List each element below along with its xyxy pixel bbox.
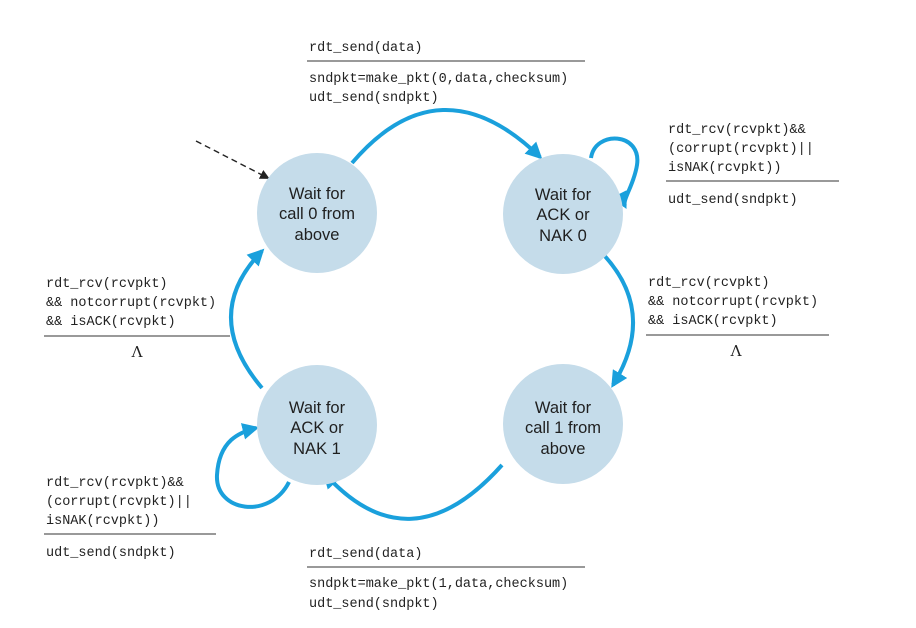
transition-label-ack1-self: rdt_rcv(rcvpkt)&& (corrupt(rcvpkt)|| isN…	[44, 476, 216, 561]
transition-arc-bottom	[322, 463, 504, 521]
state-label-line2: ACK or	[290, 419, 344, 437]
event-text: && notcorrupt(rcvpkt)	[46, 296, 216, 311]
lambda-action: Λ	[131, 343, 143, 361]
lambda-action: Λ	[730, 342, 742, 360]
state-label-line1: Wait for	[535, 186, 592, 204]
state-label-line2: call 0 from	[279, 205, 355, 223]
event-text: && isACK(rcvpkt)	[648, 314, 778, 329]
transition-label-right: rdt_rcv(rcvpkt) && notcorrupt(rcvpkt) &&…	[646, 276, 829, 360]
state-label-line3: NAK 1	[293, 440, 341, 458]
event-text: && notcorrupt(rcvpkt)	[648, 295, 818, 310]
event-text: rdt_rcv(rcvpkt)&&	[46, 476, 184, 491]
state-label-line1: Wait for	[535, 399, 592, 417]
state-label-line3: above	[541, 440, 586, 458]
state-wait-ack1: Wait for ACK or NAK 1	[257, 365, 377, 485]
transition-arc-left	[229, 248, 265, 390]
action-text: udt_send(sndpkt)	[309, 597, 439, 612]
state-wait-call1: Wait for call 1 from above	[503, 364, 623, 484]
state-label-line1: Wait for	[289, 399, 346, 417]
event-text: (corrupt(rcvpkt)||	[668, 142, 814, 157]
state-circle	[257, 365, 377, 485]
event-text: (corrupt(rcvpkt)||	[46, 495, 192, 510]
event-text: rdt_send(data)	[309, 547, 422, 562]
event-text: rdt_send(data)	[309, 41, 422, 56]
transition-label-left: rdt_rcv(rcvpkt) && notcorrupt(rcvpkt) &&…	[44, 277, 230, 361]
action-text: udt_send(sndpkt)	[46, 546, 176, 561]
state-circle	[503, 364, 623, 484]
transition-arc-top	[350, 108, 543, 165]
state-wait-ack0: Wait for ACK or NAK 0	[503, 154, 623, 274]
action-text: udt_send(sndpkt)	[309, 91, 439, 106]
event-text: && isACK(rcvpkt)	[46, 315, 176, 330]
transition-label-bottom: rdt_send(data) sndpkt=make_pkt(1,data,ch…	[307, 547, 585, 612]
transition-label-top: rdt_send(data) sndpkt=make_pkt(0,data,ch…	[307, 41, 585, 106]
state-label-line2: call 1 from	[525, 419, 601, 437]
transition-arc-right	[600, 251, 636, 388]
event-text: rdt_rcv(rcvpkt)	[46, 277, 168, 292]
state-wait-call0: Wait for call 0 from above	[257, 153, 377, 273]
state-label-line2: ACK or	[536, 206, 590, 224]
event-text: isNAK(rcvpkt))	[46, 514, 159, 529]
state-label-line1: Wait for	[289, 185, 346, 203]
event-text: rdt_rcv(rcvpkt)	[648, 276, 770, 291]
state-circle	[257, 153, 377, 273]
action-text: udt_send(sndpkt)	[668, 193, 798, 208]
transition-label-ack0-self: rdt_rcv(rcvpkt)&& (corrupt(rcvpkt)|| isN…	[666, 123, 839, 208]
state-circle	[503, 154, 623, 274]
self-loop-ack0	[589, 136, 640, 210]
self-loop-ack1	[214, 423, 291, 509]
event-text: isNAK(rcvpkt))	[668, 161, 781, 176]
initial-state-arrow	[195, 140, 270, 179]
action-text: sndpkt=make_pkt(0,data,checksum)	[309, 72, 568, 87]
action-text: sndpkt=make_pkt(1,data,checksum)	[309, 577, 568, 592]
state-label-line3: above	[295, 226, 340, 244]
state-label-line3: NAK 0	[539, 227, 587, 245]
event-text: rdt_rcv(rcvpkt)&&	[668, 123, 806, 138]
